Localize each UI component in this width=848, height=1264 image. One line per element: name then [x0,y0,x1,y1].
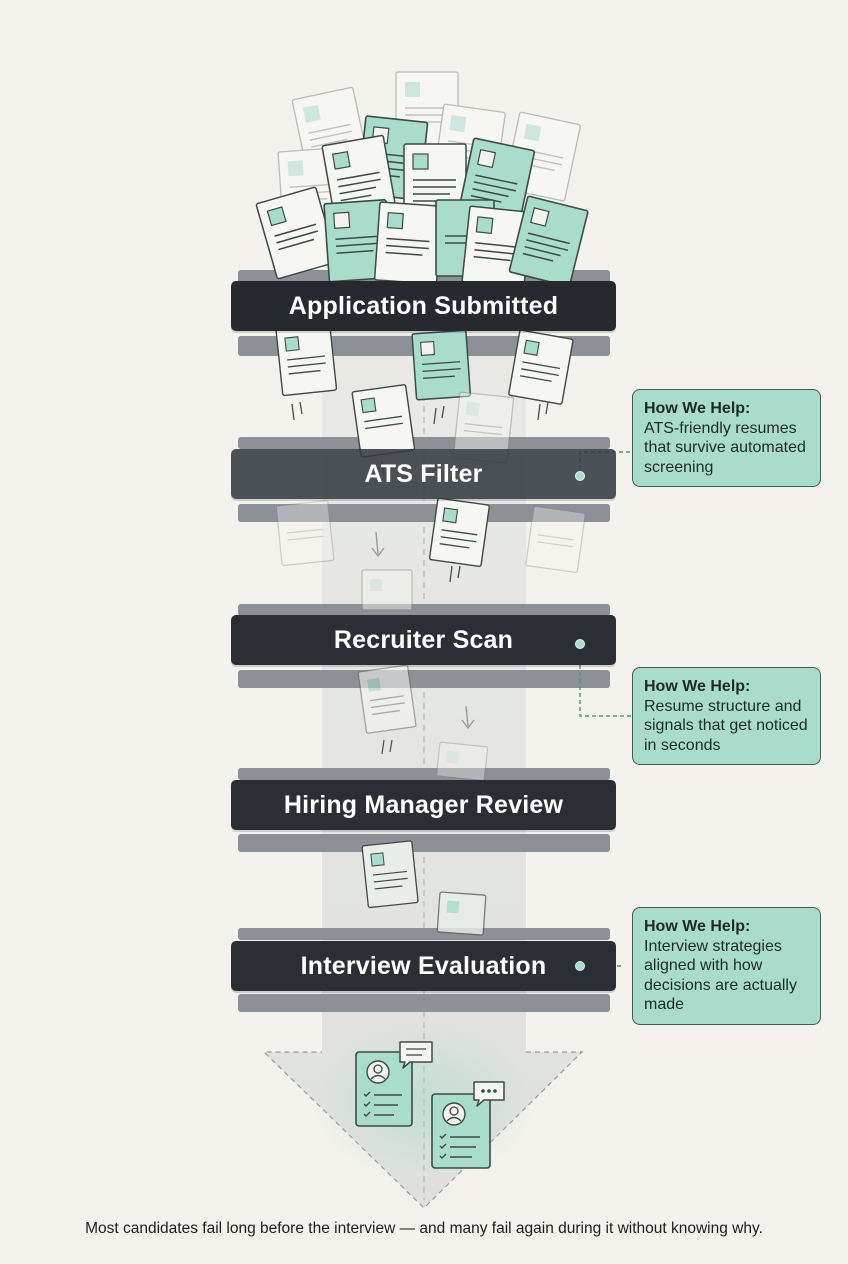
stage-label: Application Submitted [288,291,559,320]
chat-bubble-icon [399,1041,433,1069]
motion-lines [381,739,393,755]
callout-body: Resume structure and signals that get no… [644,697,808,754]
callout-ats: How We Help: ATS-friendly resumes that s… [632,389,821,487]
resume-document-icon [508,329,574,405]
stage-interview-evaluation: Interview Evaluation [231,941,616,991]
falling-resumes-2 [275,497,586,611]
resume-document-icon [411,329,472,401]
tray-top [238,604,610,616]
resume-document-icon [357,664,417,734]
stage-label: Hiring Manager Review [283,790,564,819]
tray-bottom [238,504,610,522]
falling-resumes-1 [275,323,574,479]
motion-lines [449,565,461,583]
resume-document-icon [428,497,490,568]
callout-recruiter: How We Help: Resume structure and signal… [632,667,821,765]
final-candidates [314,1020,534,1180]
resume-document-icon [373,201,443,285]
tray-bottom [238,994,610,1012]
resume-document-icon [508,195,589,288]
stage-ats-filter: ATS Filter [231,449,616,499]
funnel-arrow-outline [262,1051,584,1209]
resume-document-icon [452,391,515,464]
down-arrow-icon [371,531,385,558]
stage-label: ATS Filter [364,459,483,488]
resume-document-icon [525,505,586,574]
resume-document-icon [361,569,413,611]
callout-connectors [579,451,632,967]
stage-hiring-manager-review: Hiring Manager Review [231,780,616,830]
resume-document-icon [351,384,416,458]
resume-pile [255,71,589,291]
connector-recruiter [579,644,632,717]
footer-caption: Most candidates fail long before the int… [85,1220,763,1237]
tray-bottom [238,834,610,852]
resume-document-icon [275,323,338,397]
callout-interview: How We Help: Interview strategies aligne… [632,907,821,1025]
stage-application-submitted: Application Submitted [231,281,616,331]
falling-resumes-4 [361,840,487,936]
callout-heading: How We Help: [644,918,751,935]
stage-label: Interview Evaluation [300,951,547,980]
callout-heading: How We Help: [644,400,751,417]
resume-document-icon [435,741,489,782]
candidate-profile-icon [355,1051,413,1127]
stage-recruiter-scan: Recruiter Scan [231,615,616,665]
callout-body: Interview strategies aligned with how de… [644,937,797,1014]
tray-top [238,768,610,780]
callout-heading: How We Help: [644,678,751,695]
stage-label: Recruiter Scan [333,625,514,654]
resume-document-icon [436,891,487,936]
callout-body: ATS-friendly resumes that survive automa… [644,419,806,476]
resume-document-icon [323,199,392,283]
down-arrow-icon [461,705,475,730]
resume-document-icon [275,500,335,567]
tray-bottom [238,670,610,688]
tray-top [238,928,610,940]
falling-resumes-3 [357,664,489,782]
candidate-profile-icon [431,1093,491,1169]
chat-bubble-icon [473,1081,505,1107]
tray-top [238,437,610,449]
resume-document-icon [361,840,419,909]
